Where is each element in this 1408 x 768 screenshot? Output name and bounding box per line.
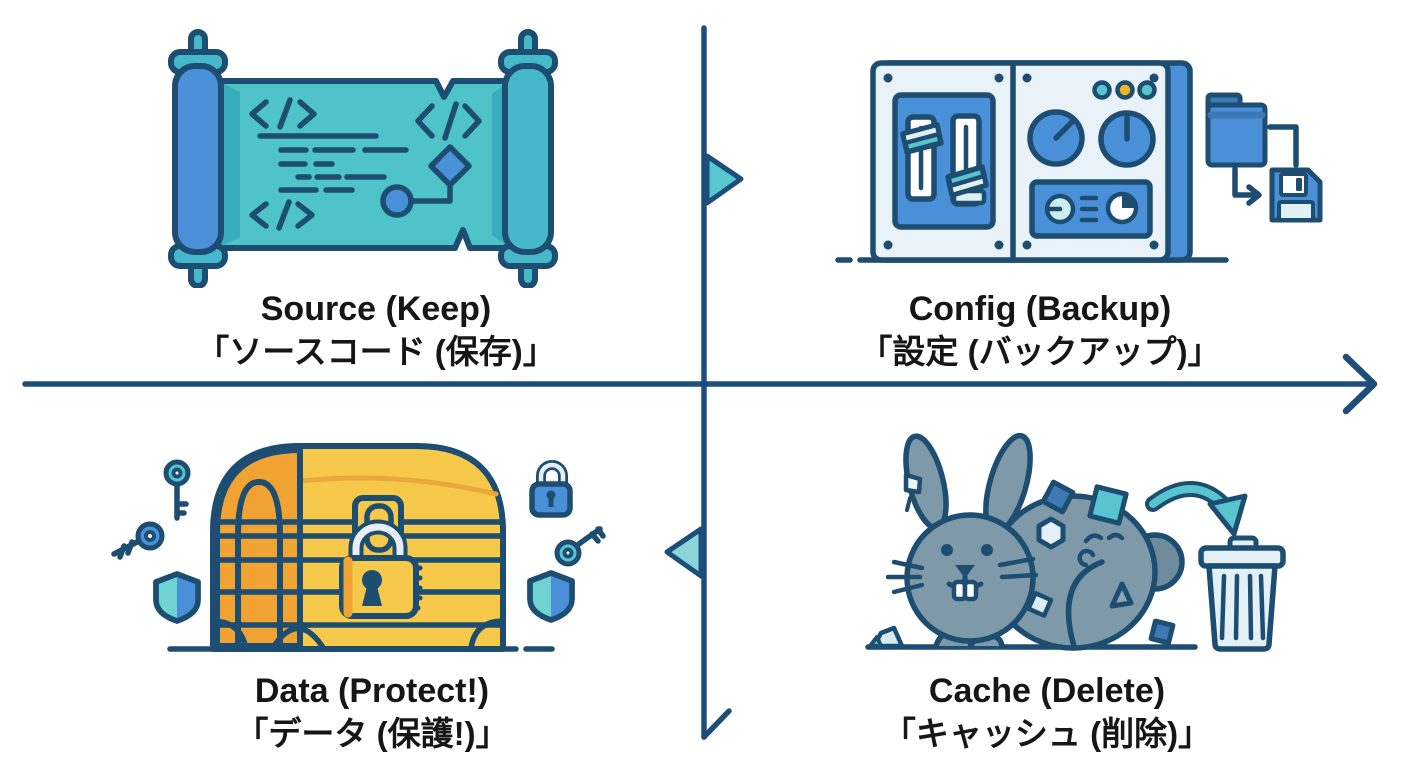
quadrant-title: Cache (Delete)	[928, 672, 1166, 710]
quadrant-subtitle: 「ソースコード (保存)」	[196, 333, 556, 370]
treasure-chest-icon	[111, 443, 606, 652]
key-icon	[163, 459, 191, 521]
quadrant-title: Config (Backup)	[908, 290, 1172, 328]
ground-debris	[868, 625, 905, 649]
status-dots	[1092, 80, 1157, 100]
dust-bunny-trash-icon	[865, 432, 1286, 652]
trash-can-icon	[1198, 535, 1286, 652]
quadrant-subtitle: 「データ (保護!)」	[235, 715, 509, 752]
quadrant-title: Data (Protect!)	[254, 672, 490, 710]
quadrant-label-source: Source (Keep) 「ソースコード (保存)」	[196, 288, 556, 374]
key-icon	[111, 521, 165, 560]
shield-icon	[527, 570, 575, 623]
connector-top	[1267, 124, 1299, 168]
trash-ribs	[1219, 573, 1266, 641]
flowchart-node	[380, 184, 414, 218]
panel-screws	[883, 73, 1159, 250]
slider-switches	[892, 92, 996, 230]
axis-marker-right	[704, 153, 744, 206]
scroll-roller-left	[168, 29, 228, 288]
x-axis-arrowhead	[1342, 353, 1378, 415]
shield-icon	[153, 571, 201, 624]
quadrant-label-config: Config (Backup) 「設定 (バックアップ)」	[859, 288, 1220, 374]
quadrant-label-data: Data (Protect!) 「データ (保護!)」	[235, 670, 508, 756]
code-marks	[249, 97, 482, 231]
whiskers	[885, 556, 1039, 595]
axis-marker-left	[664, 526, 704, 579]
delete-arrow-icon	[1145, 481, 1248, 537]
scroll-roller-right	[498, 29, 558, 288]
knobs	[1027, 109, 1156, 168]
padlock-small-icon	[529, 460, 573, 518]
control-panel-backup-icon	[835, 60, 1323, 263]
code-scroll-icon	[168, 29, 558, 288]
flowchart-diamond	[428, 144, 472, 188]
quadrant-label-cache: Cache (Delete) 「キャッシュ (削除)」	[883, 670, 1211, 756]
quadrant-title: Source (Keep)	[260, 290, 492, 328]
floppy-disk-icon	[1269, 167, 1323, 223]
quadrant-subtitle: 「キャッシュ (削除)」	[882, 715, 1212, 752]
connector-arrow	[1232, 166, 1259, 198]
padlock-icon	[339, 495, 423, 619]
dust-bunny-icon	[885, 432, 1185, 651]
quadrant-subtitle: 「設定 (バックアップ)」	[859, 333, 1221, 370]
key-icon	[554, 526, 606, 567]
gauge-subpanel	[1029, 179, 1153, 239]
folder-icon	[1205, 92, 1268, 168]
y-axis-arrowhead	[701, 708, 732, 740]
cache-debris	[903, 472, 1176, 646]
